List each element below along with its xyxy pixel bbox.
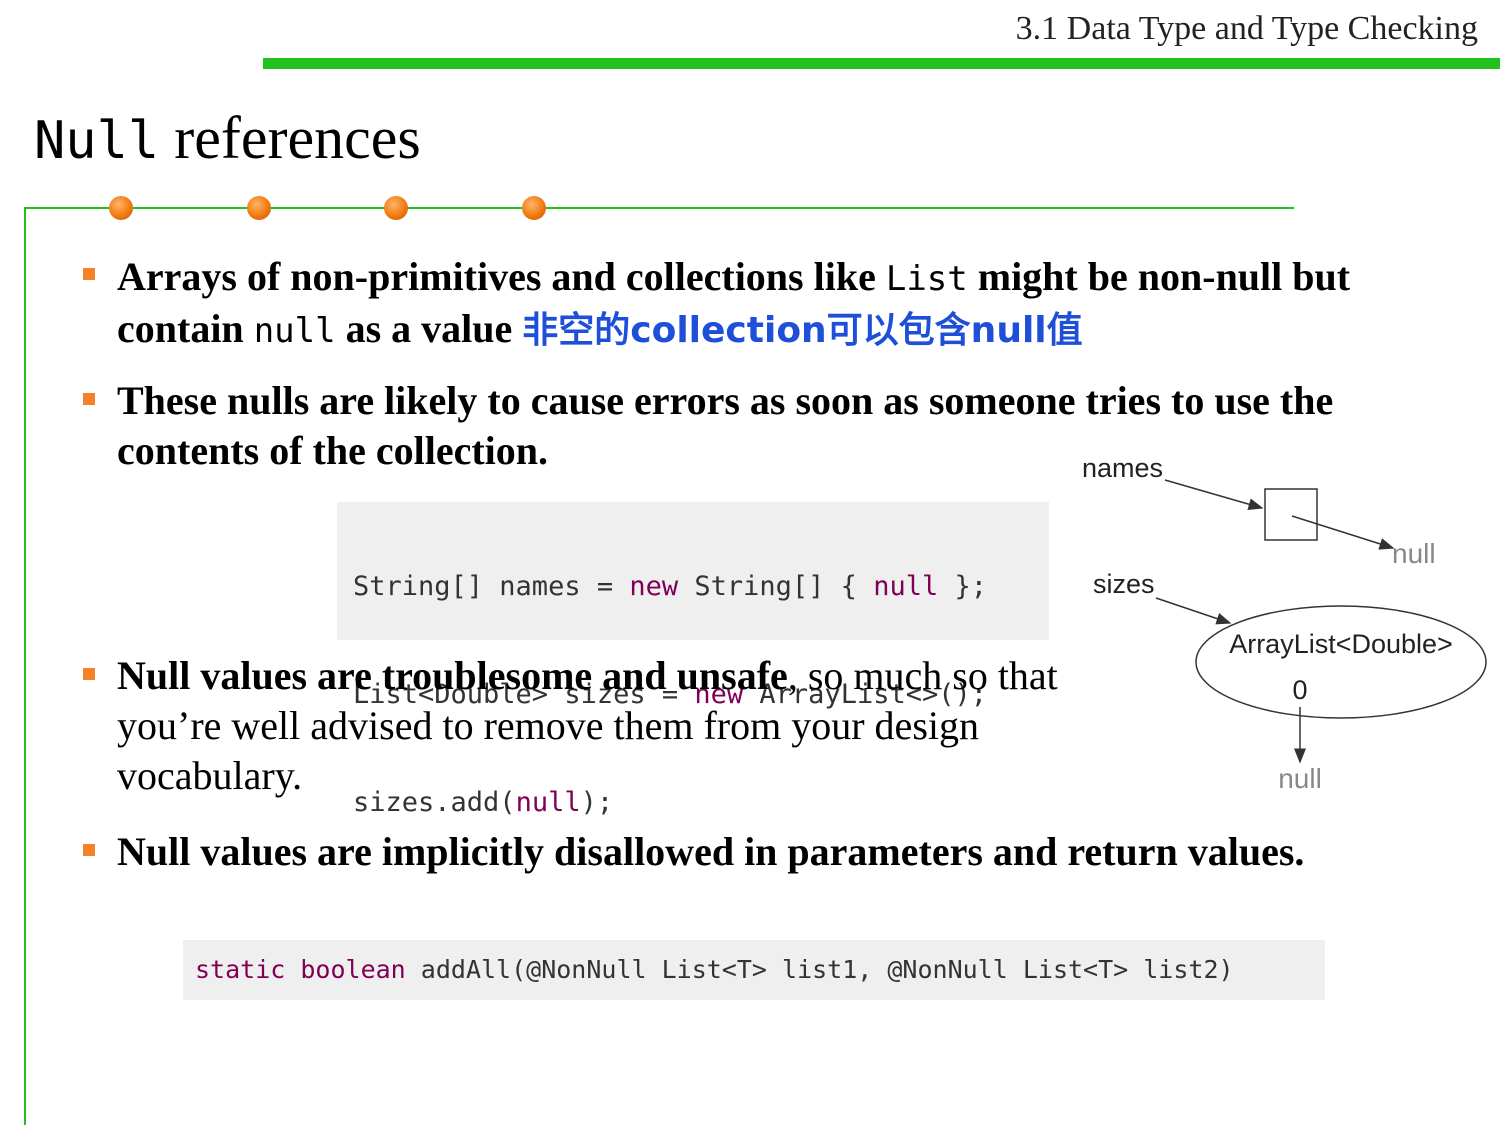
slide-title: Null references [34, 98, 421, 181]
bullet-3-bold: Null values are troublesome and unsafe [117, 653, 788, 698]
code-keyword: static [195, 955, 286, 984]
slide-title-text: references [159, 105, 421, 171]
null-label: null [1392, 538, 1436, 569]
code-block-1: String[] names = new String[] { null }; … [337, 502, 1049, 818]
null-label: null [1278, 763, 1322, 794]
bullet-2-text: These nulls are likely to cause errors a… [117, 378, 1334, 473]
code-text: List<Double> sizes = [353, 679, 695, 710]
sizes-arrow [1155, 597, 1232, 625]
code-text: ArrayList<>(); [743, 679, 987, 710]
code-text: addAll(@NonNull List<T> list1, @NonNull … [405, 955, 1234, 984]
code-keyword: null [515, 787, 581, 818]
bullet-1-part: as a value [335, 306, 523, 351]
orange-dot-decoration [522, 196, 546, 220]
code-keyword: null [873, 571, 939, 602]
code-keyword: new [694, 679, 744, 710]
code-text: sizes.add( [353, 787, 516, 818]
bullet-marker [83, 844, 95, 856]
chinese-note: 非空的collection可以包含null值 [522, 310, 1083, 351]
code-keyword: new [629, 571, 679, 602]
bullet-marker [83, 393, 95, 405]
null-references-diagram: names null sizes ArrayList<Double> 0 nul… [1082, 453, 1487, 794]
code-text: String[] names = [353, 571, 630, 602]
code-line: sizes.add(null); [353, 780, 1049, 826]
names-label: names [1082, 453, 1163, 483]
frame-left-line [24, 207, 26, 1125]
orange-dot-decoration [109, 196, 133, 220]
section-header: 3.1 Data Type and Type Checking [1015, 10, 1478, 47]
arraylist-label: ArrayList<Double> [1229, 629, 1453, 659]
slide-title-code: Null [34, 111, 160, 171]
sizes-label: sizes [1093, 569, 1155, 599]
bullet-1-part: might be non-null but contain [117, 254, 1351, 351]
array-element-arrow [1291, 515, 1395, 550]
code-block-2: static boolean addAll(@NonNull List<T> l… [183, 940, 1325, 1000]
names-arrow [1164, 479, 1264, 511]
bullet-4-text: Null values are implicitly disallowed in… [117, 829, 1305, 874]
bullet-marker [83, 668, 95, 680]
bullet-1-text: Arrays of non-primitives and collections… [117, 252, 1367, 356]
inline-code-null: null [253, 311, 336, 351]
names-array-box [1264, 488, 1318, 541]
bullet-3-text: Null values are troublesome and unsafe, … [117, 651, 1062, 801]
orange-dot-decoration [247, 196, 271, 220]
code-keyword: boolean [300, 955, 406, 984]
arraylist-ellipse [1195, 605, 1487, 719]
code-line: List<Double> sizes = new ArrayList<>(); [353, 672, 1049, 718]
orange-dot-decoration [384, 196, 408, 220]
header-divider [263, 58, 1500, 69]
bullet-marker [83, 268, 95, 280]
code-text: }; [938, 571, 988, 602]
code-text: ); [580, 787, 614, 818]
inline-code-list: List [885, 259, 968, 299]
code-line: String[] names = new String[] { null }; [353, 564, 1049, 610]
frame-top-line [24, 207, 1294, 209]
bullet-1-part: Arrays of non-primitives and collections… [117, 254, 886, 299]
code-text: String[] { [678, 571, 874, 602]
index-zero-label: 0 [1292, 675, 1307, 705]
bullet-3-rest: , so much so that you’re well advised to… [117, 653, 1058, 798]
